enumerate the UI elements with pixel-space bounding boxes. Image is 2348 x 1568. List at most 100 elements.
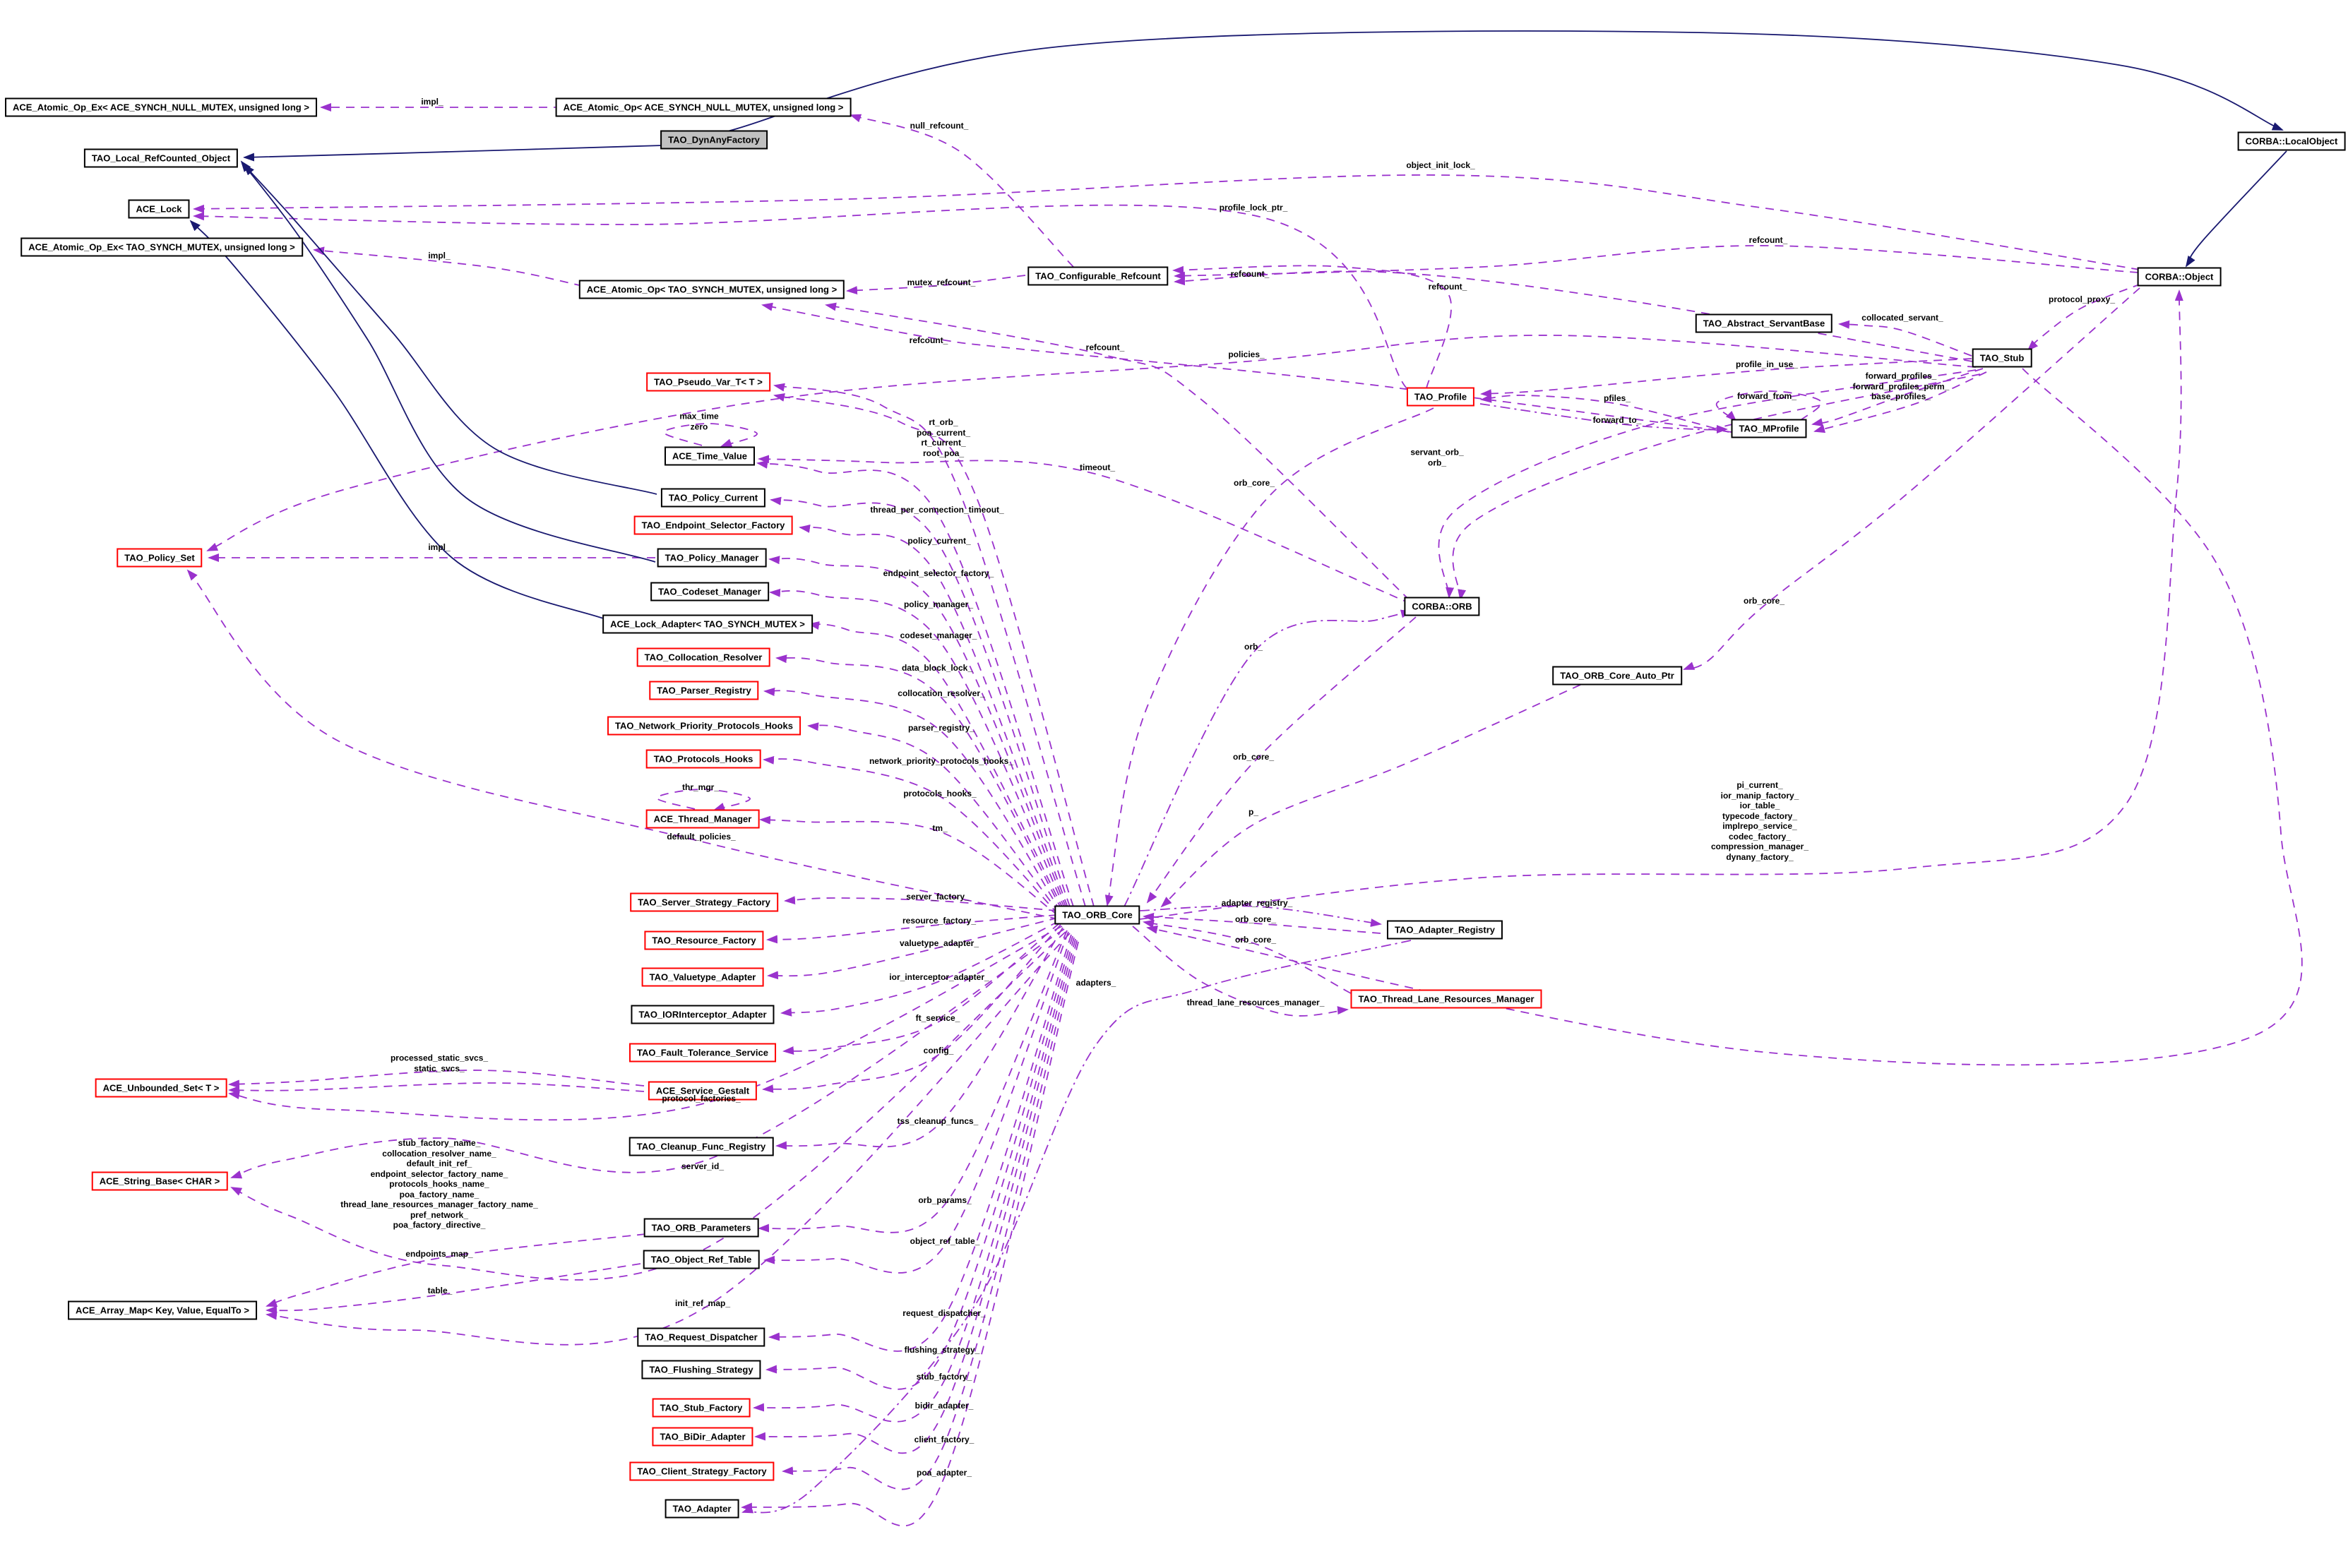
edge-label: network_priority_protocols_hooks_ — [869, 755, 1014, 766]
edge-inherit — [243, 164, 657, 495]
node-ace-atomic-op-tao[interactable]: ACE_Atomic_Op< TAO_SYNCH_MUTEX, unsigned… — [578, 280, 845, 299]
node-tao-pseudo-var-t[interactable]: TAO_Pseudo_Var_T< T > — [646, 372, 770, 392]
edge-usage — [799, 524, 1068, 908]
edge-usage — [1438, 369, 1977, 599]
node-tao-fault-tolerance-service[interactable]: TAO_Fault_Tolerance_Service — [629, 1043, 776, 1063]
edge-usage — [1172, 265, 1452, 389]
node-tao-iorinterceptor-adapter[interactable]: TAO_IORInterceptor_Adapter — [631, 1005, 775, 1024]
edge-label: impl_ — [428, 541, 451, 552]
node-tao-configurable-refcount[interactable]: TAO_Configurable_Refcount — [1027, 266, 1169, 286]
edge-usage — [2027, 283, 2142, 352]
node-tao-network-priority-protocols-hooks[interactable]: TAO_Network_Priority_Protocols_Hooks — [607, 716, 801, 736]
edge-usage — [773, 383, 1086, 907]
node-tao-adapter-registry[interactable]: TAO_Adapter_Registry — [1386, 920, 1503, 940]
edge-label: ior_interceptor_adapter_ — [889, 971, 989, 982]
edge-inherit — [189, 220, 608, 621]
node-tao-parser-registry[interactable]: TAO_Parser_Registry — [649, 681, 759, 700]
edge-usage — [230, 931, 1066, 1281]
edge-label: processed_static_svcs_static_svcs_ — [390, 1053, 489, 1074]
node-tao-collocation-resolver[interactable]: TAO_Collocation_Resolver — [636, 647, 770, 667]
edge-usage — [767, 917, 1059, 980]
node-tao-orb-core-auto-ptr[interactable]: TAO_ORB_Core_Auto_Ptr — [1552, 666, 1682, 686]
edge-label: adapters_ — [1075, 977, 1116, 988]
node-ace-array-map[interactable]: ACE_Array_Map< Key, Value, EqualTo > — [68, 1300, 257, 1320]
node-tao-flushing-strategy[interactable]: TAO_Flushing_Strategy — [641, 1360, 761, 1380]
edge-usage — [758, 930, 1068, 1233]
edge-label: protocols_hooks_ — [903, 788, 977, 798]
node-ace-time-value[interactable]: ACE_Time_Value — [665, 446, 755, 466]
edge-usage — [825, 302, 1410, 601]
node-ace-string-base[interactable]: ACE_String_Base< CHAR > — [91, 1171, 228, 1191]
node-ace-atomic-op-ex-null[interactable]: ACE_Atomic_Op_Ex< ACE_SYNCH_NULL_MUTEX, … — [5, 97, 317, 117]
edge-usage — [1174, 245, 2139, 280]
edge-usage — [1838, 320, 1972, 357]
edge-usage — [186, 569, 1059, 920]
edge-label: thr_mgr_ — [681, 782, 720, 792]
node-ace-lock-adapter[interactable]: ACE_Lock_Adapter< TAO_SYNCH_MUTEX > — [602, 614, 813, 634]
edge-label: table_ — [427, 1285, 453, 1295]
node-corba-object[interactable]: CORBA::Object — [2137, 267, 2222, 287]
node-corba-localobject[interactable]: CORBA::LocalObject — [2237, 131, 2346, 151]
node-tao-orb-core[interactable]: TAO_ORB_Core — [1054, 905, 1140, 925]
node-tao-stub-factory[interactable]: TAO_Stub_Factory — [652, 1398, 751, 1418]
node-corba-orb[interactable]: CORBA::ORB — [1404, 597, 1480, 616]
node-tao-policy-set[interactable]: TAO_Policy_Set — [117, 548, 203, 568]
edge-usage — [761, 302, 1732, 433]
edge-usage — [228, 1082, 645, 1095]
node-tao-client-strategy-factory[interactable]: TAO_Client_Strategy_Factory — [629, 1461, 775, 1481]
edge-label: forward_profiles_forward_profiles_perm_b… — [1852, 371, 1950, 402]
node-tao-cleanup-func-registry[interactable]: TAO_Cleanup_Func_Registry — [628, 1137, 774, 1156]
node-tao-endpoint-selector-factory[interactable]: TAO_Endpoint_Selector_Factory — [633, 515, 793, 535]
edge-label: init_ref_map_ — [674, 1298, 731, 1308]
edge-inherit — [240, 160, 656, 563]
node-tao-server-strategy-factory[interactable]: TAO_Server_Strategy_Factory — [630, 892, 778, 912]
edge-label: profile_in_use_ — [1735, 359, 1799, 369]
node-ace-atomic-op-null[interactable]: ACE_Atomic_Op< ACE_SYNCH_NULL_MUTEX, uns… — [555, 97, 852, 117]
edge-usage — [1139, 905, 1382, 927]
node-tao-abstract-servantbase[interactable]: TAO_Abstract_ServantBase — [1695, 313, 1833, 333]
node-tao-adapter[interactable]: TAO_Adapter — [665, 1499, 739, 1519]
node-tao-resource-factory[interactable]: TAO_Resource_Factory — [644, 930, 764, 950]
node-ace-service-gestalt[interactable]: ACE_Service_Gestalt — [648, 1081, 758, 1101]
edge-label: mutex_refcount_ — [907, 277, 976, 287]
node-tao-bidir-adapter[interactable]: TAO_BiDir_Adapter — [652, 1427, 753, 1447]
node-tao-codeset-manager[interactable]: TAO_Codeset_Manager — [650, 582, 769, 602]
edge-inherit — [2185, 150, 2287, 268]
node-tao-orb-parameters[interactable]: TAO_ORB_Parameters — [643, 1218, 759, 1238]
node-tao-valuetype-adapter[interactable]: TAO_Valuetype_Adapter — [641, 967, 764, 987]
node-ace-atomic-op-ex-tao[interactable]: ACE_Atomic_Op_Ex< TAO_SYNCH_MUTEX, unsig… — [20, 237, 303, 257]
edge-usage — [754, 938, 1076, 1454]
node-tao-profile[interactable]: TAO_Profile — [1406, 387, 1475, 407]
edge-label: server_id_ — [681, 1161, 725, 1171]
edge-label: forward_to_ — [1592, 414, 1642, 425]
node-tao-dynanyfactory[interactable]: TAO_DynAnyFactory — [660, 130, 768, 150]
edge-label: bidir_adapter_ — [914, 1400, 974, 1411]
node-ace-unbounded-set[interactable]: ACE_Unbounded_Set< T > — [95, 1078, 227, 1098]
edge-label: thread_lane_resources_manager_ — [1186, 997, 1325, 1007]
node-tao-object-ref-table[interactable]: TAO_Object_Ref_Table — [643, 1250, 760, 1269]
node-tao-protocols-hooks[interactable]: TAO_Protocols_Hooks — [645, 749, 761, 769]
edge-usage — [1813, 371, 1987, 433]
edge-inherit — [727, 30, 2284, 132]
edge-label: forward_from_ — [1736, 390, 1797, 401]
edge-label: timeout_ — [1079, 462, 1116, 472]
node-tao-stub[interactable]: TAO_Stub — [1972, 348, 2032, 368]
edge-usage — [656, 789, 751, 811]
edge-label: protocol_proxy_ — [2048, 294, 2116, 304]
edge-label: refcount_ — [1748, 234, 1788, 245]
node-tao-mprofile[interactable]: TAO_MProfile — [1731, 419, 1807, 438]
edge-usage — [266, 933, 1071, 1346]
edge-usage — [193, 174, 2140, 270]
node-tao-policy-manager[interactable]: TAO_Policy_Manager — [657, 548, 767, 568]
edge-label: orb_core_ — [1233, 477, 1275, 488]
node-tao-policy-current[interactable]: TAO_Policy_Current — [660, 488, 766, 508]
edge-label: data_block_lock_ — [901, 662, 973, 673]
node-ace-lock[interactable]: ACE_Lock — [128, 199, 190, 219]
edge-label: orb_core_ — [1234, 934, 1277, 945]
node-tao-local-refcounted-object[interactable]: TAO_Local_RefCounted_Object — [83, 148, 239, 168]
node-tao-thread-lane-resources-manager[interactable]: TAO_Thread_Lane_Resources_Manager — [1350, 989, 1542, 1009]
edge-label: tm_ — [932, 822, 948, 833]
node-ace-thread-manager[interactable]: ACE_Thread_Manager — [645, 809, 760, 829]
edge-usage — [775, 654, 1063, 911]
node-tao-request-dispatcher[interactable]: TAO_Request_Dispatcher — [637, 1327, 765, 1347]
